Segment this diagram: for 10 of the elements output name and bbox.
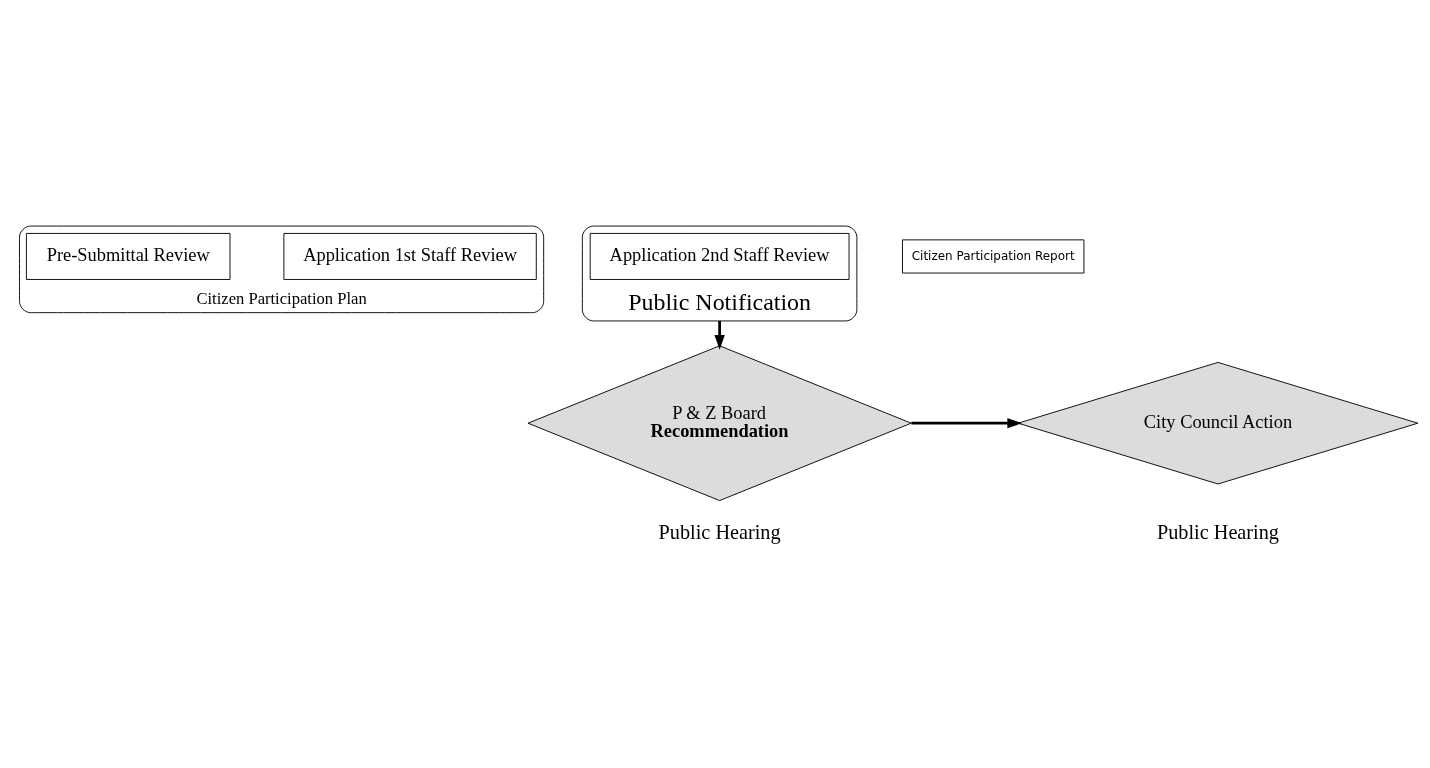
node-box: Citizen Participation Report — [902, 238, 1085, 273]
node-label: Public Hearing — [1156, 520, 1279, 543]
node-diamond: P & Z Board Recommendation — [527, 344, 912, 501]
arrow — [911, 417, 1023, 428]
arrow — [714, 320, 725, 350]
node-box: Application 2nd Staff Review — [589, 232, 850, 280]
node-box: Application 1st Staff Review — [283, 232, 537, 280]
node-label: Public Hearing — [658, 520, 781, 543]
node-box: Pre-Submittal Review — [25, 232, 231, 280]
node-diamond: City Council Action — [1017, 361, 1419, 484]
